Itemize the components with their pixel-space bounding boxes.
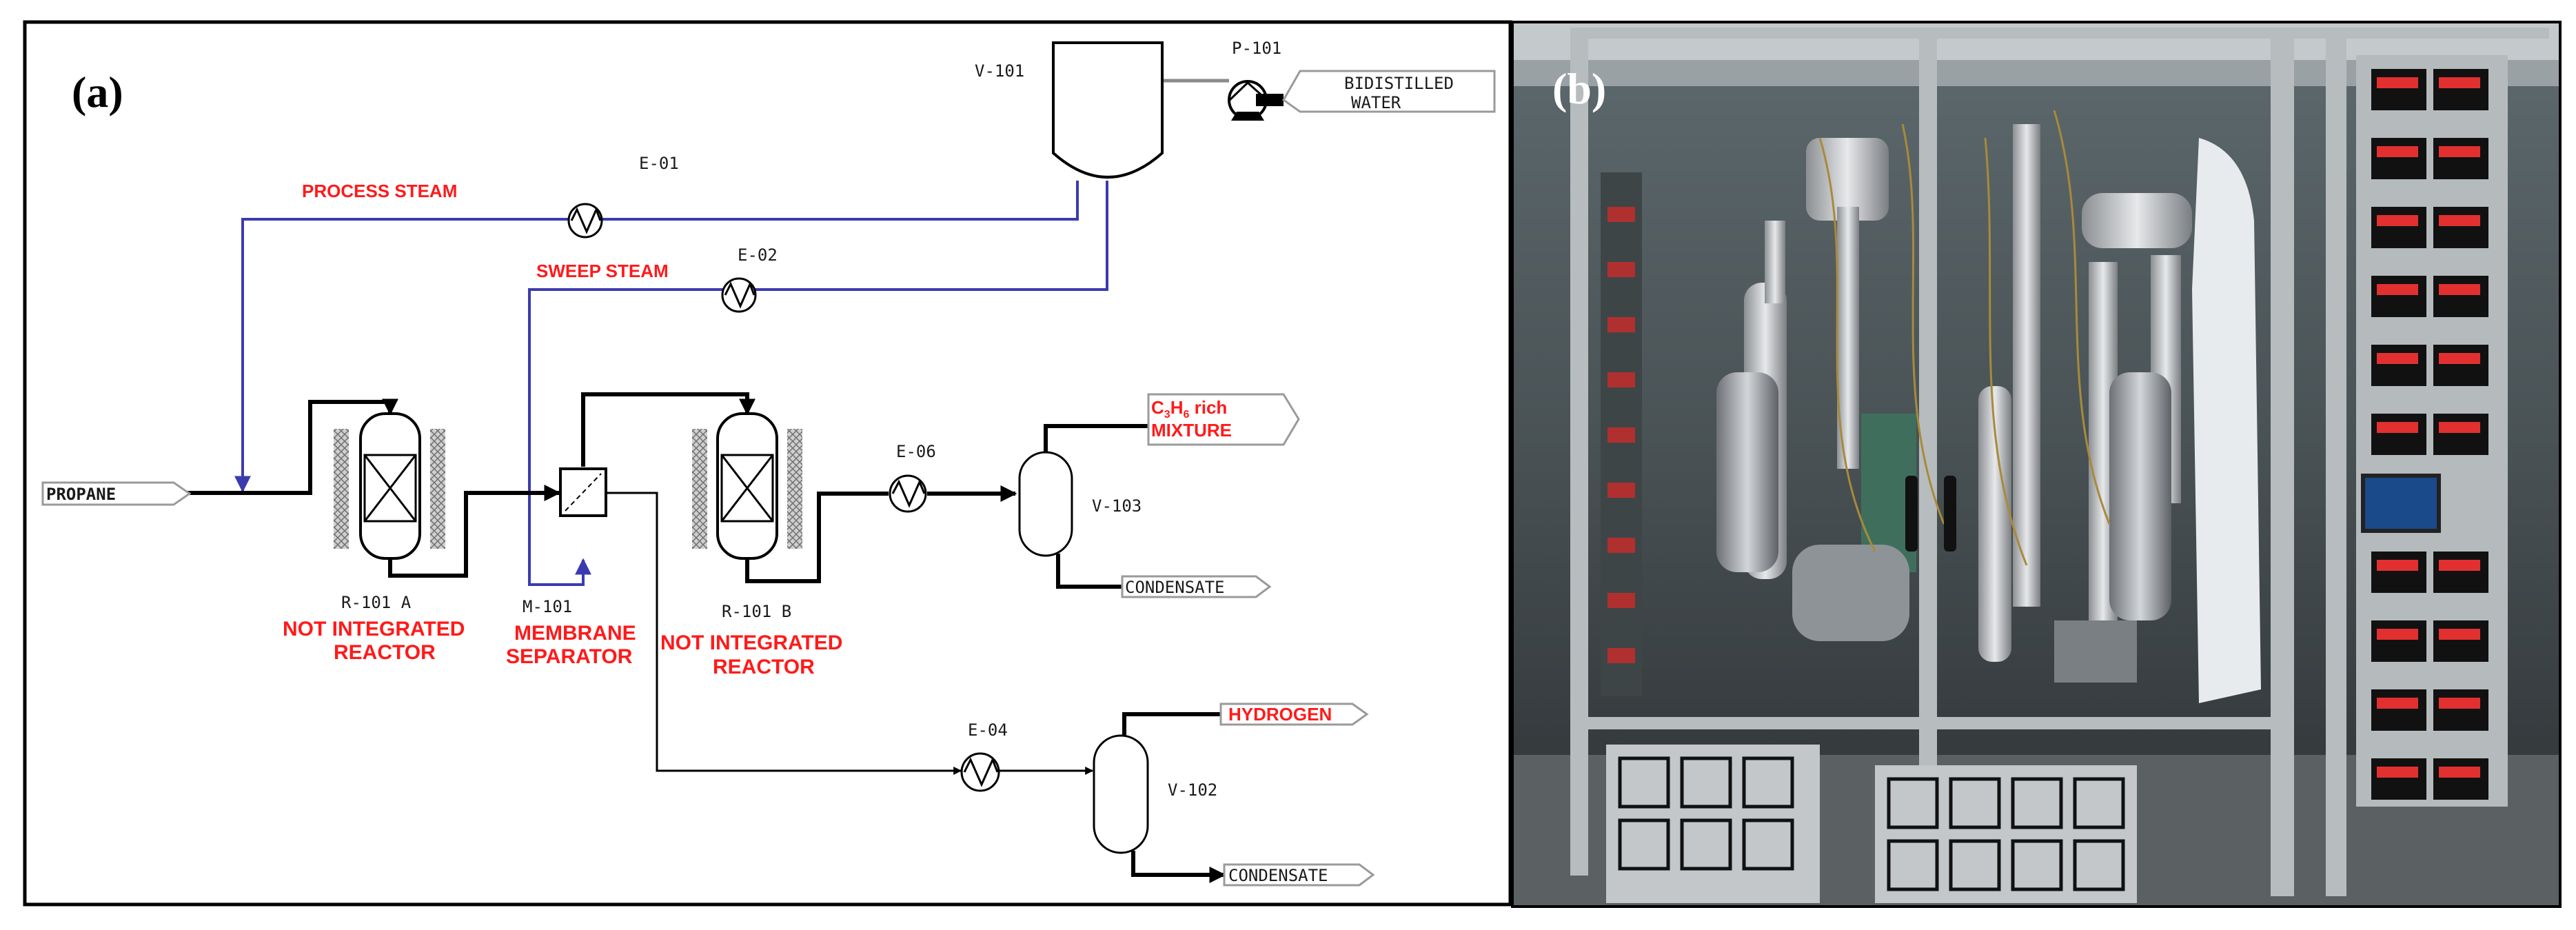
r101b-reactor: R-101 B — [692, 412, 802, 621]
steam-lines — [234, 181, 1108, 586]
sweep-steam-annotation: SWEEP STEAM — [536, 261, 669, 281]
v101-tag: V-101 — [975, 61, 1024, 81]
sweep-steam-line — [754, 181, 1108, 291]
r101b-annotation-2: REACTOR — [713, 656, 815, 678]
c3h6-stream: C3H6 rich MIXTURE — [1147, 393, 1300, 446]
m101-tag: M-101 — [523, 597, 572, 616]
door-handle-left — [1905, 476, 1918, 552]
mixture-label: MIXTURE — [1151, 420, 1232, 441]
p101-tag: P-101 — [1232, 39, 1281, 58]
e02-tag: E-02 — [738, 245, 778, 265]
v102-vapour-line — [1122, 712, 1221, 737]
v102-liquid-line — [1131, 851, 1226, 883]
sweep-steam-line-to-membrane — [528, 288, 724, 586]
v101-tank: V-101 — [975, 41, 1164, 179]
e04-exchanger: E-04 — [960, 720, 1008, 792]
condensate-top-label: CONDENSATE — [1125, 578, 1225, 597]
heat-exchanger-icon — [889, 474, 927, 513]
left-gauge-column — [1601, 172, 1642, 696]
valve-panel — [1606, 745, 2137, 903]
r101a-tag: R-101 A — [341, 593, 412, 612]
process-lines — [183, 392, 1226, 883]
propane-label: PROPANE — [46, 485, 116, 504]
v102-vessel: V-102 — [1093, 734, 1217, 854]
r101a-reactor: R-101 A — [334, 412, 445, 612]
v102-tag: V-102 — [1168, 780, 1217, 800]
v103-liquid-line — [1056, 554, 1122, 589]
touch-screen — [2361, 474, 2441, 533]
panel-b-label: (b) — [1552, 64, 1606, 113]
heat-exchanger-icon — [567, 203, 603, 239]
wiring — [1818, 110, 2111, 566]
r101a-outlet-line — [388, 485, 561, 578]
r101b-outlet-line — [745, 492, 889, 583]
propane-stream: PROPANE — [41, 481, 192, 506]
panel-a-label: (a) — [72, 68, 123, 117]
hydrogen-stream: HYDROGEN — [1219, 702, 1369, 726]
r101a-annotation-1: NOT INTEGRATED — [283, 618, 465, 640]
condensate-bottom-stream: CONDENSATE — [1223, 863, 1375, 887]
e02-exchanger: E-02 — [721, 245, 778, 313]
e01-tag: E-01 — [639, 154, 679, 173]
water-label-2: WATER — [1351, 93, 1401, 112]
water-stream: BIDISTILLED WATER — [1282, 70, 1496, 113]
e04-tag: E-04 — [968, 720, 1008, 740]
v103-vapour-line — [1044, 424, 1148, 454]
e06-exchanger: E-06 — [889, 442, 936, 513]
process-steam-line-to-mix — [234, 218, 570, 493]
condensate-bottom-label: CONDENSATE — [1228, 866, 1328, 885]
r101a-annotation-2: REACTOR — [334, 641, 436, 664]
process-steam-line — [600, 181, 1079, 221]
door-handle-right — [1944, 476, 1956, 552]
r101b-annotation-1: NOT INTEGRATED — [660, 631, 842, 654]
control-panel — [2356, 55, 2508, 807]
m101-annotation-2: SEPARATOR — [506, 645, 633, 668]
e01-exchanger: E-01 — [567, 154, 679, 239]
process-steam-annotation: PROCESS STEAM — [302, 181, 457, 201]
panel-b-frame — [1511, 21, 2562, 908]
heat-exchanger-icon — [721, 277, 757, 313]
propane-feed-line — [183, 398, 398, 495]
v103-tag: V-103 — [1092, 496, 1142, 516]
c3h6-label: C3H6 rich — [1151, 397, 1227, 421]
hydrogen-label: HYDROGEN — [1228, 704, 1332, 725]
permeate-line — [605, 492, 962, 775]
reactor-cylinders — [1716, 372, 2171, 683]
condensate-top-stream: CONDENSATE — [1121, 575, 1272, 598]
p101-pump: P-101 — [1228, 39, 1284, 121]
e06-tag: E-06 — [896, 442, 936, 461]
m101-annotation-1: MEMBRANE — [514, 622, 636, 645]
v103-vessel: V-103 — [1018, 451, 1142, 557]
water-label-1: BIDISTILLED — [1344, 74, 1454, 93]
r101b-tag: R-101 B — [722, 602, 791, 621]
retentate-line — [581, 392, 755, 467]
panel-a-process-diagram: (a) V-101 V-103 — [23, 20, 1512, 907]
m101-membrane: M-101 — [523, 467, 607, 616]
panel-b-photograph: (b) — [1511, 21, 2562, 908]
